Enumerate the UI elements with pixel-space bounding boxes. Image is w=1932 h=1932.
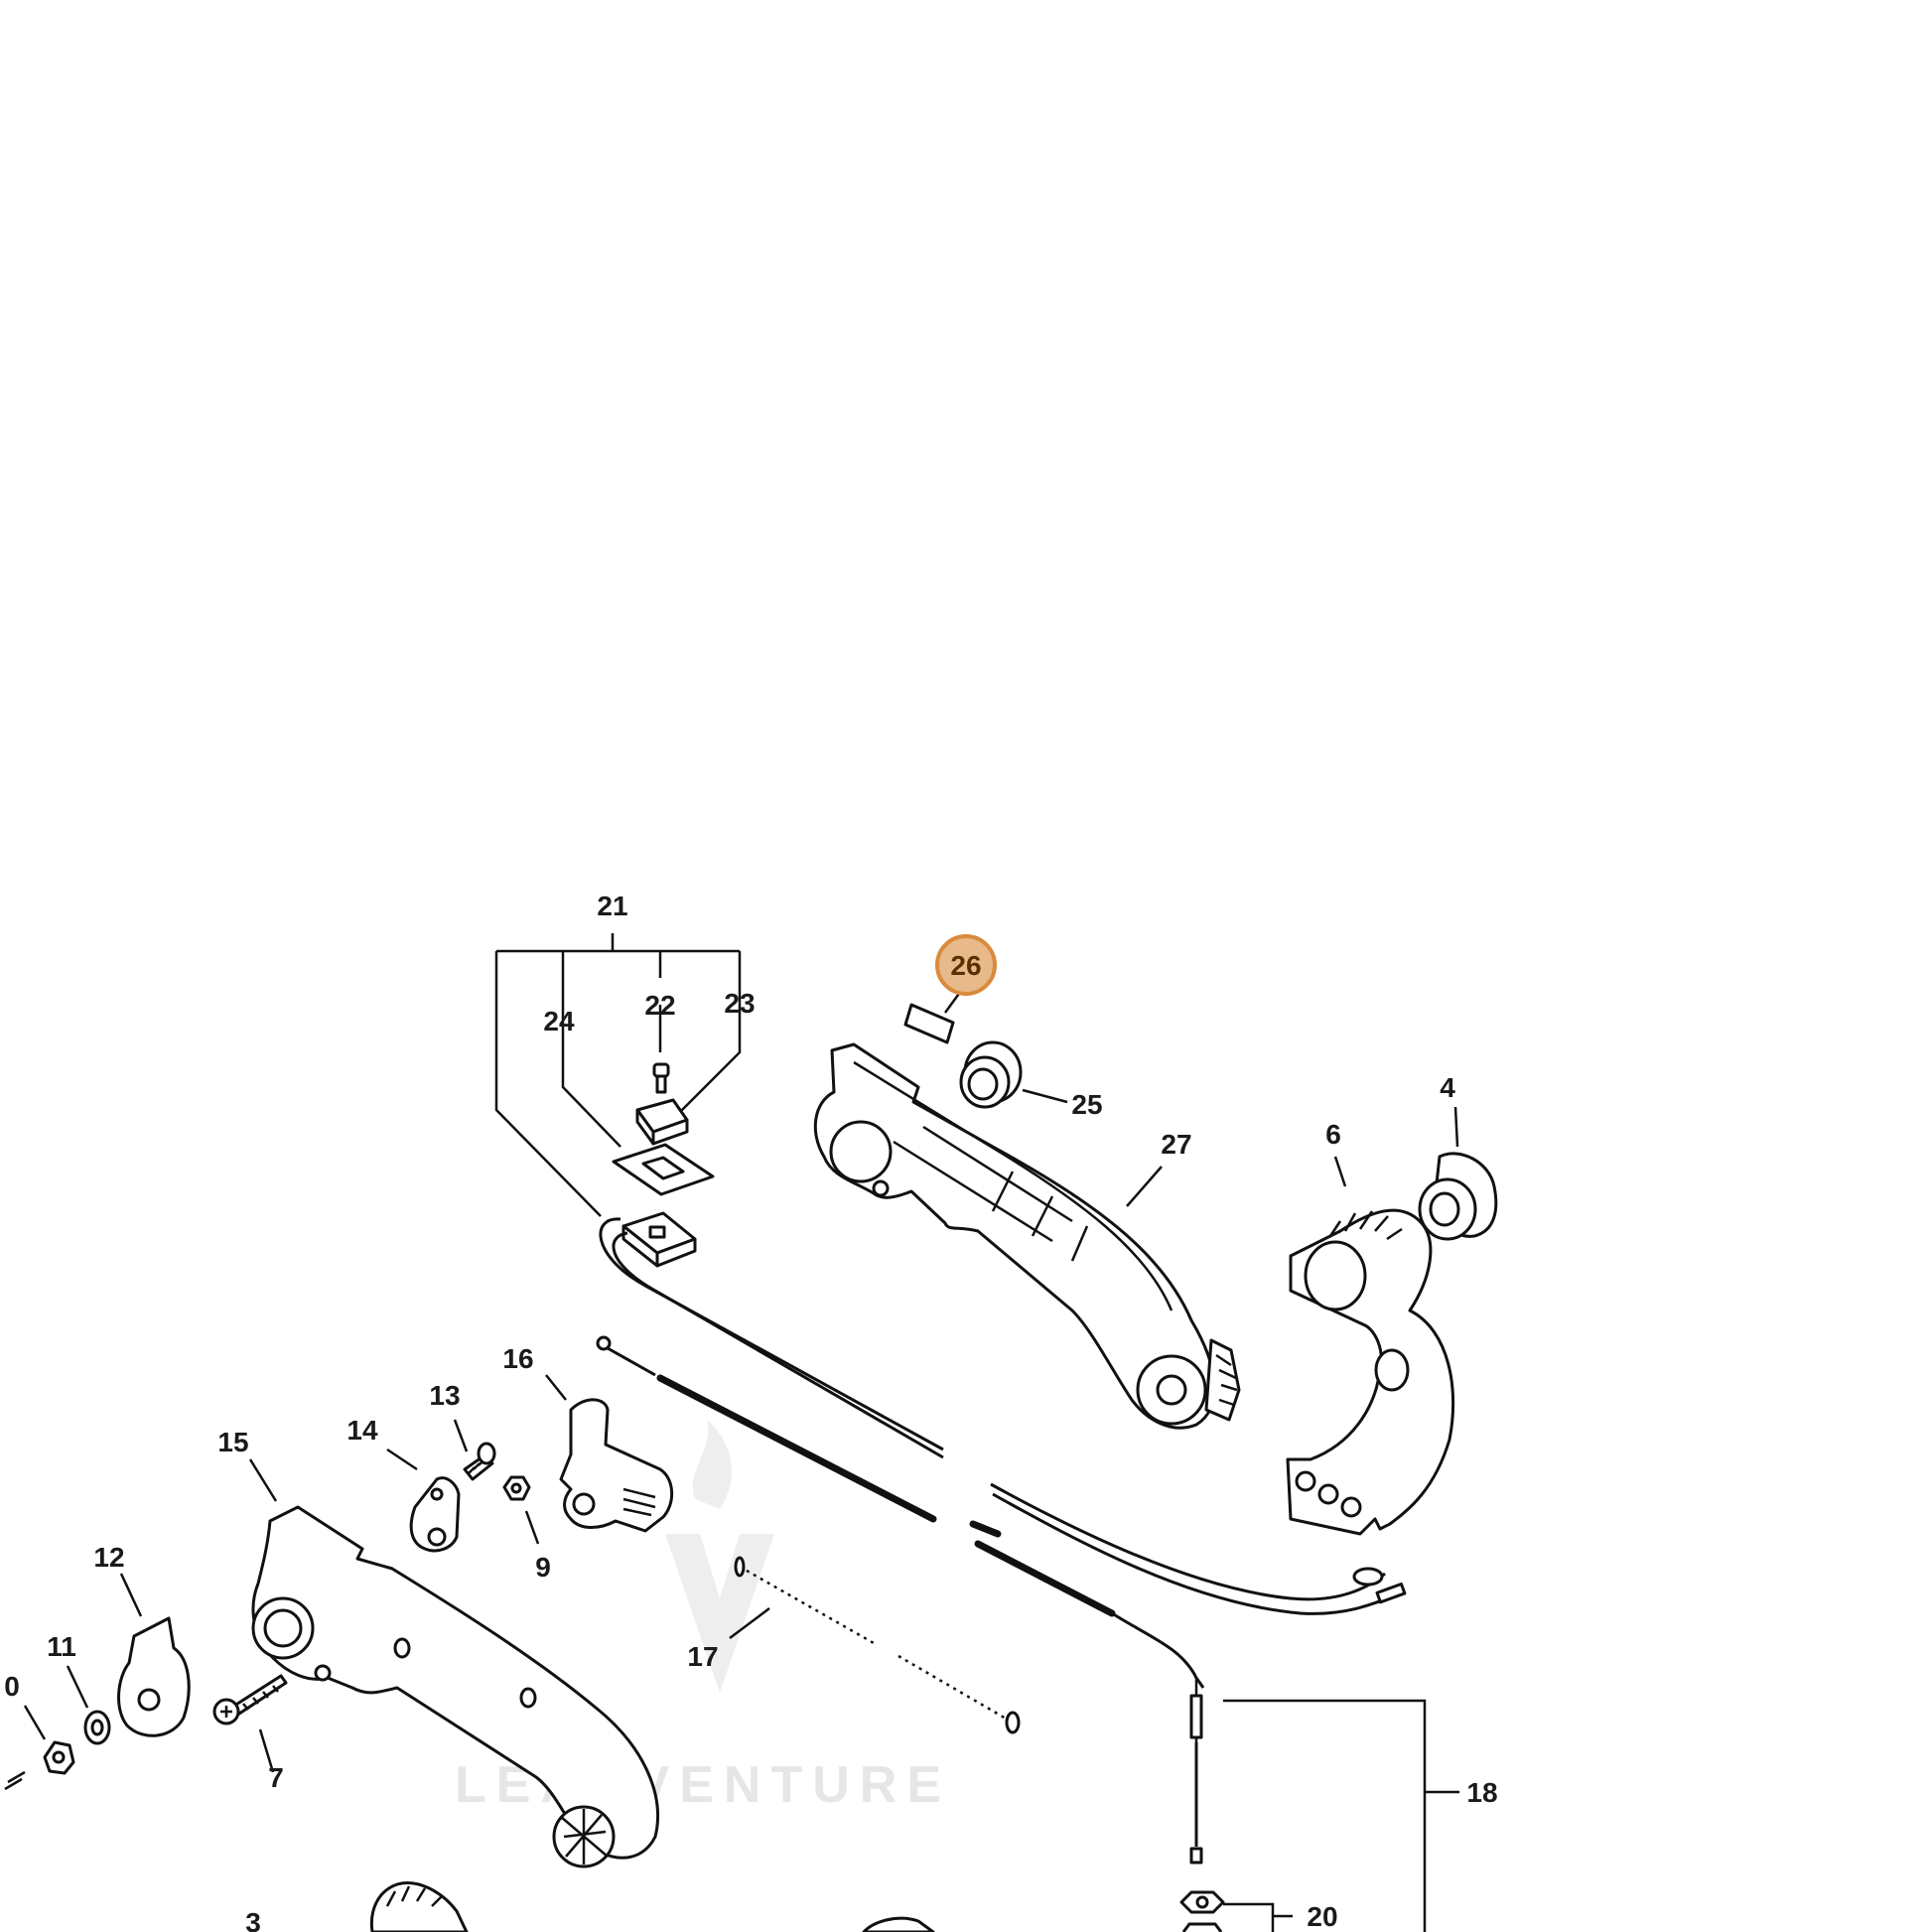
label-12[interactable]: 12 <box>93 1542 124 1573</box>
handle-half-6 <box>1286 1156 1455 1536</box>
label-26[interactable]: 26 <box>950 950 981 981</box>
label-20[interactable]: 20 <box>1307 1901 1337 1932</box>
label-3[interactable]: 3 <box>245 1907 261 1932</box>
label-6[interactable]: 6 <box>1325 1119 1341 1150</box>
label-15[interactable]: 15 <box>217 1427 248 1457</box>
bushing-25 <box>959 1040 1068 1109</box>
label-10[interactable]: 0 <box>4 1671 20 1702</box>
screw-22 <box>652 1062 670 1094</box>
label-23[interactable]: 23 <box>724 988 755 1019</box>
label-21[interactable]: 21 <box>597 891 627 921</box>
label-27[interactable]: 27 <box>1161 1129 1191 1160</box>
label-17[interactable]: 17 <box>687 1641 718 1672</box>
label-11[interactable]: 11 <box>47 1631 76 1662</box>
kit-21-bracket <box>494 933 742 1217</box>
label-22[interactable]: 22 <box>644 990 675 1021</box>
screw-7 <box>212 1674 288 1773</box>
throttle-cable-18 <box>596 1335 1459 1932</box>
washer-10 <box>23 1705 75 1775</box>
label-9[interactable]: 9 <box>535 1552 551 1583</box>
label-25[interactable]: 25 <box>1071 1089 1102 1120</box>
bracket-14 <box>386 1448 461 1553</box>
part-3-fragment <box>4 1770 935 1932</box>
switch-assembly <box>599 1211 1407 1615</box>
label-4[interactable]: 4 <box>1440 1072 1455 1103</box>
washer-11 <box>66 1665 111 1745</box>
handle-half-27 <box>813 1042 1241 1430</box>
label-13[interactable]: 13 <box>429 1380 460 1411</box>
nuts-20 <box>1179 1890 1293 1932</box>
clip-12 <box>117 1573 191 1737</box>
label-14[interactable]: 14 <box>346 1415 378 1446</box>
nut-block-23 <box>635 1098 689 1146</box>
label-26 <box>903 990 963 1044</box>
label-24[interactable]: 24 <box>543 1006 575 1036</box>
screw-13 <box>453 1419 496 1481</box>
callout-labels: 21 22 23 24 26 25 27 4 6 16 13 14 15 9 1… <box>4 891 1497 1932</box>
bushing-4 <box>1418 1106 1498 1241</box>
gasket-24 <box>612 1143 715 1196</box>
label-16[interactable]: 16 <box>502 1343 533 1374</box>
nut-9 <box>502 1475 540 1545</box>
label-7[interactable]: 7 <box>268 1762 284 1793</box>
lever-16 <box>545 1374 674 1533</box>
highlight-circle-26[interactable] <box>935 934 997 996</box>
spring-17 <box>729 1556 1021 1734</box>
label-18[interactable]: 18 <box>1466 1777 1497 1808</box>
handle-half-15 <box>248 1458 659 1868</box>
